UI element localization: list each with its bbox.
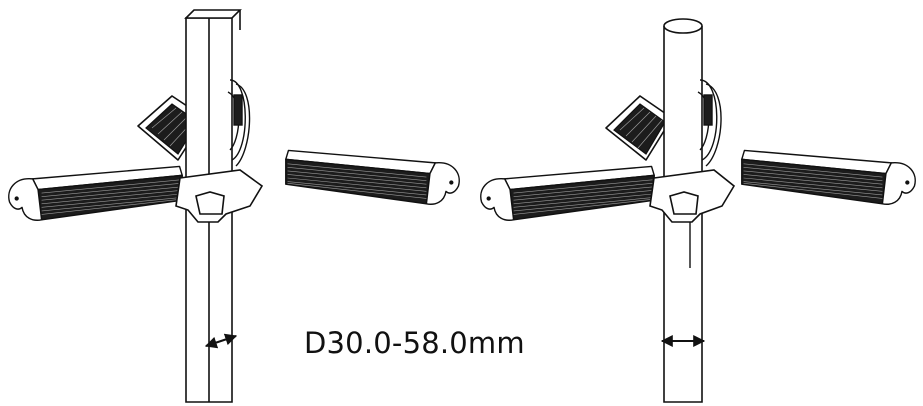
mounting-bracket <box>175 169 264 223</box>
square-pole-assembly <box>8 9 460 403</box>
diameter-range-label: D30.0-58.0mm <box>304 326 525 360</box>
left-floodlight-round <box>480 165 655 221</box>
round-pole-assembly <box>480 18 916 403</box>
right-floodlight-round <box>741 149 916 205</box>
cables <box>227 79 251 167</box>
right-floodlight <box>285 149 460 205</box>
cables-round <box>689 79 722 268</box>
left-floodlight <box>8 165 183 221</box>
dimension-arrow-icon <box>204 333 238 349</box>
mounting-bracket-round <box>649 169 736 223</box>
back-floodlight-round <box>605 95 673 161</box>
